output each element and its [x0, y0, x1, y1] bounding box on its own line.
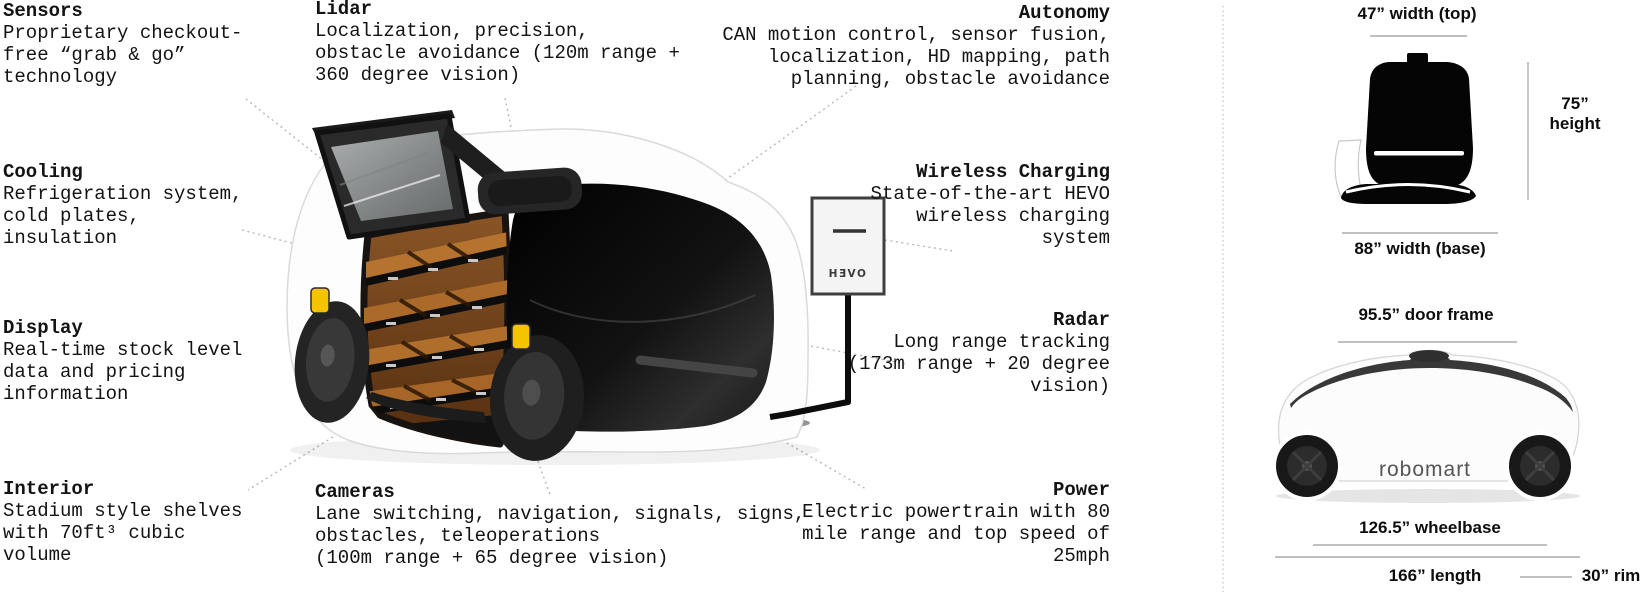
callout-cooling: Cooling Refrigeration system, cold plate… [3, 161, 283, 249]
callout-cooling-title: Cooling [3, 161, 83, 183]
callout-power: Power Electric powertrain with 80 mile r… [770, 479, 1110, 567]
leader-sensors [245, 98, 334, 169]
side-antenna [1409, 350, 1449, 362]
hevo-charger: HƎVO [769, 196, 886, 420]
shelf-rail [366, 246, 508, 286]
shelf [364, 372, 508, 408]
callout-sensors-title: Sensors [3, 0, 83, 22]
callout-display: Display Real-time stock level data and p… [3, 317, 283, 405]
leader-cameras [535, 455, 552, 498]
shelf [364, 280, 508, 324]
roof-sensor-pod [477, 167, 583, 215]
side-canopy-band [1290, 354, 1573, 412]
callout-power-body: Electric powertrain with 80 mile range a… [802, 501, 1110, 567]
dimension-height: 75” height [1549, 94, 1601, 133]
callout-sensors: Sensors Proprietary checkout- free “grab… [3, 0, 283, 88]
leader-power [762, 428, 867, 490]
door-window-reflection [339, 151, 431, 186]
callout-cooling-body: Refrigeration system, cold plates, insul… [3, 183, 243, 249]
door-window-reflection [343, 174, 441, 207]
callout-interior-title: Interior [3, 478, 95, 500]
callout-power-title: Power [1052, 479, 1110, 501]
yellow-marker-mid [511, 323, 531, 350]
dimension-rim: 30” rim [1581, 566, 1641, 585]
front-body [1366, 62, 1473, 187]
front-view-diagram [1334, 35, 1529, 234]
canopy-highlight [529, 294, 756, 323]
callout-radar: Radar Long range tracking (173m range + … [810, 309, 1110, 397]
open-door [312, 110, 583, 240]
front-display-slit [1374, 151, 1464, 156]
rocker-trim [366, 392, 486, 423]
leader-interior [247, 436, 334, 491]
side-rear-wheel [1505, 431, 1575, 501]
callout-lidar: Lidar Localization, precision, obstacle … [315, 0, 775, 86]
callout-sensors-body: Proprietary checkout- free “grab & go” t… [3, 22, 243, 88]
callout-wireless-charging-body: State-of-the-art HEVO wireless charging … [870, 183, 1110, 249]
side-front-wheel [1272, 431, 1342, 501]
callout-autonomy-title: Autonomy [1018, 2, 1110, 24]
side-view-diagram: robomart [1272, 341, 1580, 578]
charger-logo: HƎVO [829, 268, 868, 280]
callout-radar-body: Long range tracking (173m range + 20 deg… [847, 331, 1110, 397]
front-wheel [294, 301, 370, 423]
callout-interior: Interior Stadium style shelves with 70ft… [3, 478, 283, 566]
shelf [364, 326, 508, 366]
callout-lidar-body: Localization, precision, obstacle avoida… [315, 20, 680, 86]
callout-interior-body: Stadium style shelves with 70ft³ cubic v… [3, 500, 243, 566]
dimension-door-frame: 95.5” door frame [1358, 305, 1494, 324]
callout-wireless-charging: Wireless Charging State-of-the-art HEVO … [810, 161, 1110, 249]
leader-autonomy [687, 85, 857, 208]
callout-radar-title: Radar [1052, 309, 1110, 331]
dimension-length: 166” length [1388, 566, 1482, 585]
mid-wheel [489, 335, 585, 461]
door-window [331, 131, 453, 221]
callout-cameras: Cameras Lane switching, navigation, sign… [315, 481, 855, 569]
shelf [366, 232, 508, 278]
front-skirt [1341, 184, 1476, 204]
side-shadow [1276, 489, 1580, 503]
dimension-width-base: 88” width (base) [1354, 239, 1486, 258]
front-antenna [1407, 53, 1428, 64]
callout-autonomy: Autonomy CAN motion control, sensor fusi… [650, 2, 1110, 90]
charger-cable [769, 294, 851, 420]
callout-wireless-charging-title: Wireless Charging [916, 161, 1110, 183]
robomart-vehicle-illustration [286, 110, 820, 465]
charger-box [810, 196, 886, 296]
callout-display-title: Display [3, 317, 83, 339]
dimension-wheelbase: 126.5” wheelbase [1359, 518, 1501, 537]
callout-display-body: Real-time stock level data and pricing i… [3, 339, 243, 405]
dimension-width-top: 47” width (top) [1357, 4, 1477, 23]
callout-lidar-title: Lidar [315, 0, 373, 20]
front-skirt-gap [1345, 183, 1471, 194]
yellow-marker-front [310, 287, 330, 314]
callout-cameras-title: Cameras [315, 481, 395, 503]
vehicle-logo: robomart [1379, 458, 1471, 481]
callout-cameras-body: Lane switching, navigation, signals, sig… [315, 503, 806, 569]
shelf-rail [364, 294, 508, 332]
shelf-dividers [398, 242, 477, 402]
leader-wireless [884, 239, 954, 252]
canopy-trim-bar [635, 355, 758, 378]
callout-autonomy-body: CAN motion control, sensor fusion, local… [722, 24, 1110, 90]
